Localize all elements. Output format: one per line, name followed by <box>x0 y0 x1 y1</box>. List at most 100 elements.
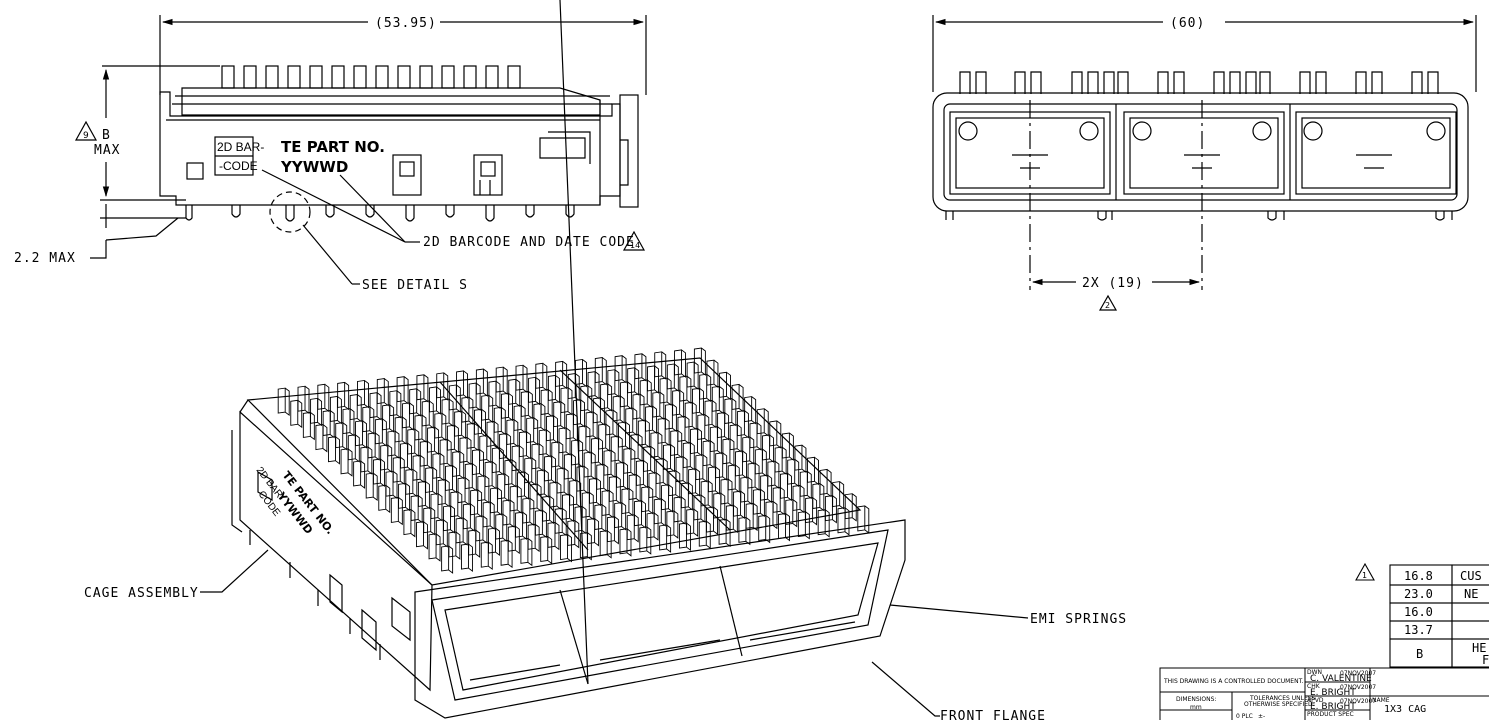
iso-fin <box>702 440 715 469</box>
iso-fin <box>403 509 416 538</box>
iso-fin <box>428 533 441 562</box>
iso-fin <box>310 397 323 427</box>
rev-flag: 1 <box>1362 571 1367 580</box>
iso-fin <box>546 415 558 444</box>
iso-fin <box>536 469 549 498</box>
iso-fin <box>342 408 355 437</box>
iso-fin <box>520 537 533 567</box>
tol-1: TOLERANCES UNLESS <box>1249 695 1316 702</box>
iso-fin <box>616 461 629 491</box>
iso-fin <box>747 462 760 491</box>
iso-fin <box>774 446 787 475</box>
iso-fin <box>619 528 632 557</box>
iso-fin <box>767 460 780 490</box>
iso-fin <box>672 389 685 419</box>
iso-fin <box>733 490 746 520</box>
dwn-name: C. VALENTINE <box>1310 674 1372 684</box>
iso-fin <box>277 387 290 417</box>
iso-fin <box>805 497 818 526</box>
iso-fin <box>573 399 585 428</box>
iso-fin <box>385 470 398 500</box>
iso-fin <box>673 496 686 525</box>
iso-fin <box>501 392 513 422</box>
iso-fin <box>626 514 639 543</box>
iso-fin <box>378 484 391 514</box>
dims-label: DIMENSIONS: <box>1176 696 1216 703</box>
iso-fin <box>675 456 688 485</box>
iso-fin <box>697 413 710 443</box>
iso-fin <box>520 390 533 420</box>
iso-fin <box>439 438 452 468</box>
iso-fin <box>474 408 486 438</box>
iso-fin <box>679 375 692 405</box>
iso-fin <box>634 500 646 529</box>
height-flag: 9 <box>83 131 89 141</box>
iso-fin <box>435 519 448 548</box>
iso-fin <box>680 482 693 511</box>
iso-fin <box>589 477 601 507</box>
iso-fin <box>645 405 658 435</box>
top-view <box>74 15 647 285</box>
iso-fin <box>347 434 360 463</box>
iso-fin <box>655 458 668 487</box>
iso-fin <box>482 501 495 530</box>
chk-label: CHK <box>1307 683 1321 690</box>
iso-fin <box>412 454 425 484</box>
iso-fin <box>567 373 580 402</box>
iso-fin <box>488 380 501 410</box>
iso-fin <box>607 369 620 398</box>
plc: 0 PLC <box>1236 713 1253 720</box>
iso-fin <box>430 493 443 522</box>
iso-fin <box>365 472 378 502</box>
iso-fin <box>601 489 614 519</box>
iso-fin <box>480 541 493 571</box>
iso-fin <box>580 385 593 414</box>
iso-fin <box>538 429 551 458</box>
flange-callout: FRONT FLANGE <box>940 709 1046 720</box>
iso-fin <box>682 442 695 471</box>
iso-fin <box>495 513 508 542</box>
iso-fin <box>664 403 677 433</box>
iso-fin <box>735 450 747 479</box>
iso-fin <box>603 449 616 479</box>
iso-fin <box>684 401 697 431</box>
title-block <box>1159 667 1489 720</box>
iso-fin <box>627 367 640 396</box>
iso-fin <box>526 417 539 446</box>
width-dim-top: (53.95) <box>375 16 437 31</box>
iso-fin <box>362 406 375 435</box>
title-block-text: THIS DRAWING IS A CONTROLLED DOCUMENT. D… <box>1163 669 1426 720</box>
iso-fin <box>605 409 618 438</box>
iso-fin <box>477 475 490 504</box>
iso-fin <box>619 381 632 410</box>
iso-fin <box>437 479 450 508</box>
rev-desc-1: NE <box>1464 587 1478 601</box>
iso-fin <box>563 453 576 482</box>
rev-val-2: 16.0 <box>1404 605 1433 619</box>
iso-fin <box>394 416 407 445</box>
iso-fin <box>670 429 683 459</box>
iso-fin <box>376 378 389 407</box>
iso-fin <box>416 374 429 403</box>
iso-fin <box>421 400 434 429</box>
iso-fin <box>583 451 596 481</box>
iso-fin <box>707 466 720 495</box>
iso-fin <box>565 413 578 442</box>
iso-fin <box>745 502 758 532</box>
iso-fin <box>470 489 483 518</box>
iso-fin <box>472 449 484 478</box>
iso-fin <box>700 480 713 509</box>
bottom-dim: 2.2 MAX <box>14 251 76 266</box>
iso-fin <box>441 545 454 574</box>
iso-fin <box>554 507 567 537</box>
iso-fin <box>575 358 587 388</box>
iso-fin <box>807 456 819 486</box>
iso-fin <box>410 494 423 524</box>
iso-fin <box>722 438 735 467</box>
top-view-fins <box>221 65 521 89</box>
iso-fin <box>432 452 445 482</box>
iso-fin <box>590 437 603 466</box>
iso-fin <box>518 431 531 460</box>
iso-fin <box>857 505 870 534</box>
iso-fin <box>367 432 380 461</box>
